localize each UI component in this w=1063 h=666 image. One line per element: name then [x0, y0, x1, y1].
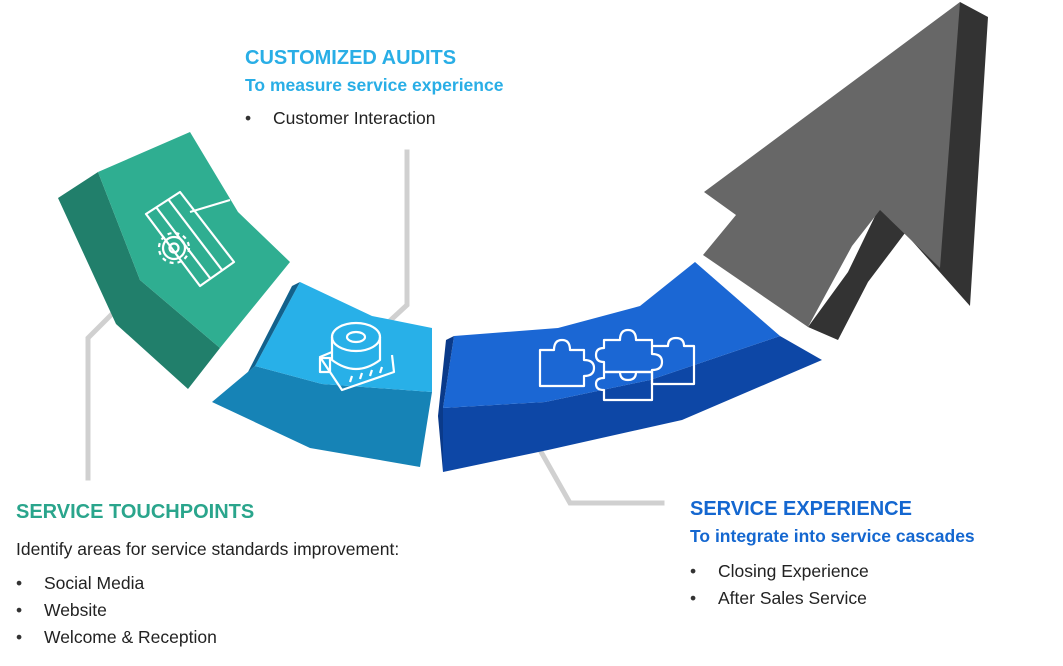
card-gear-icon: [144, 190, 236, 288]
connector-experience: [536, 446, 665, 506]
segment-touchpoints: [58, 132, 290, 389]
puzzle-pieces-icon: [538, 328, 696, 402]
service-touchpoints-description: Identify areas for service standards imp…: [16, 539, 400, 559]
customized-audits-block: CUSTOMIZED AUDITS To measure service exp…: [245, 46, 503, 132]
list-item: Welcome & Reception: [16, 624, 399, 651]
list-item: After Sales Service: [690, 585, 975, 612]
measuring-tape-icon: [318, 321, 396, 392]
segment-audits-face: [255, 282, 432, 392]
service-touchpoints-title: SERVICE TOUCHPOINTS: [16, 501, 255, 523]
segment-experience: [438, 262, 822, 472]
service-touchpoints-list: Social Media Website Welcome & Reception: [16, 570, 399, 651]
connector-audits: [376, 149, 410, 334]
customized-audits-title: CUSTOMIZED AUDITS: [245, 47, 457, 69]
service-experience-subtitle: To integrate into service cascades: [690, 526, 975, 546]
growth-arrow: [703, 2, 988, 340]
list-item: Social Media: [16, 570, 399, 597]
list-item: Customer Interaction: [245, 105, 503, 132]
service-experience-list: Closing Experience After Sales Service: [690, 558, 975, 612]
service-touchpoints-block: SERVICE TOUCHPOINTS Identify areas for s…: [16, 500, 399, 651]
customized-audits-subtitle: To measure service experience: [245, 75, 504, 95]
segment-audits-edge: [248, 282, 300, 372]
service-experience-title: SERVICE EXPERIENCE: [690, 498, 912, 520]
segment-experience-face: [443, 262, 780, 408]
segment-touchpoints-side: [58, 172, 220, 389]
arrow-face: [703, 2, 960, 327]
service-experience-block: SERVICE EXPERIENCE To integrate into ser…: [690, 497, 975, 612]
list-item: Closing Experience: [690, 558, 975, 585]
segment-audits: [212, 282, 432, 467]
segment-touchpoints-face: [98, 132, 290, 348]
customized-audits-list: Customer Interaction: [245, 105, 503, 132]
list-item: Website: [16, 597, 399, 624]
segment-audits-side: [212, 366, 432, 467]
segment-experience-edge: [438, 336, 454, 472]
segment-experience-side: [443, 336, 822, 472]
